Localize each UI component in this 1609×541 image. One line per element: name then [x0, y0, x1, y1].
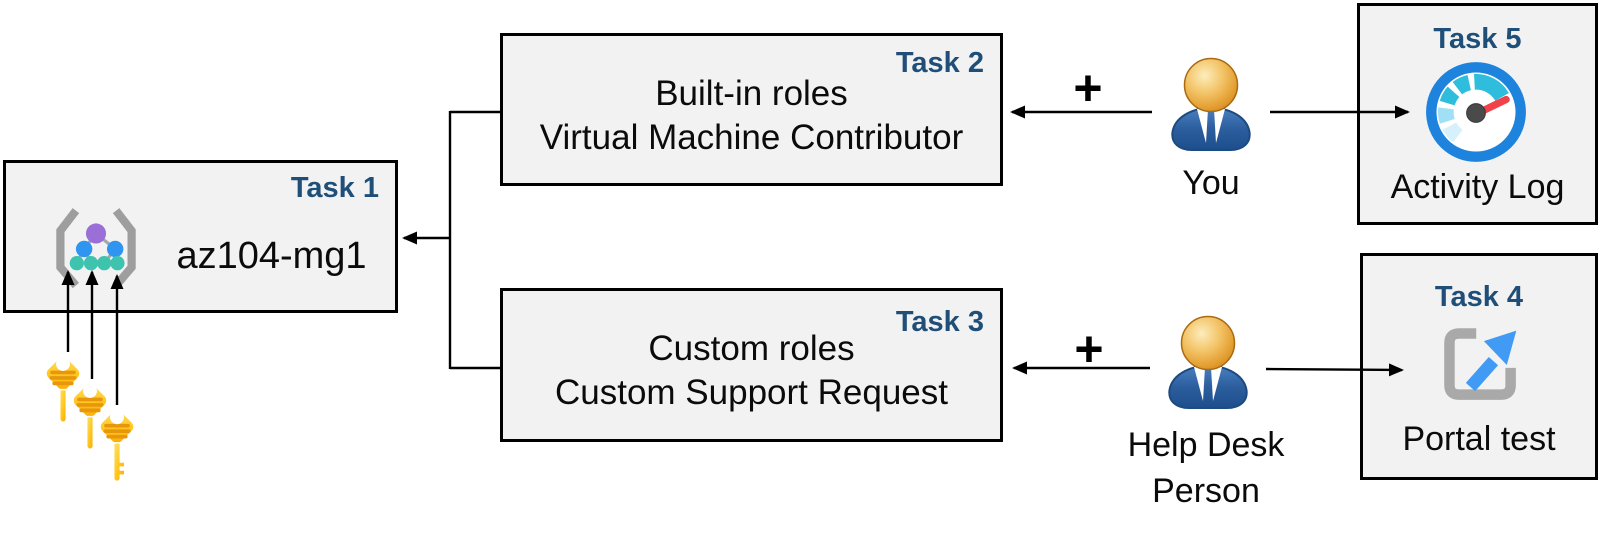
task4-box: Task 4 Portal test [1360, 253, 1598, 480]
help-desk-label-line2: Person [1152, 472, 1260, 510]
task1-box: Task 1 az104-mg1 [3, 160, 398, 313]
task3-line1: Custom roles [648, 329, 855, 368]
person-icon [1163, 315, 1253, 410]
task1-badge: Task 1 [290, 172, 379, 204]
task3-text: Custom roles Custom Support Request [503, 291, 1000, 439]
plus-icon: + [1074, 321, 1104, 377]
help-desk-label-line1: Help Desk [1127, 426, 1285, 464]
task3-line2: Custom Support Request [555, 373, 948, 412]
task3-badge: Task 3 [895, 306, 984, 338]
task3-box: Task 3 Custom roles Custom Support Reque… [500, 288, 1003, 442]
activity-log-gauge-icon [1424, 60, 1528, 164]
task2-box: Task 2 Built-in roles Virtual Machine Co… [500, 33, 1003, 186]
plus-icon: + [1073, 60, 1103, 116]
you-label: You [1182, 164, 1240, 202]
task5-label: Activity Log [1390, 168, 1565, 206]
task2-badge: Task 2 [895, 47, 984, 79]
key-icon [95, 406, 139, 493]
task4-badge: Task 4 [1434, 281, 1524, 313]
task5-box: Task 5 Activity Log [1357, 3, 1598, 225]
external-link-icon [1437, 322, 1525, 408]
task2-line1: Built-in roles [655, 73, 848, 113]
person-icon [1166, 57, 1256, 152]
task4-label: Portal test [1402, 420, 1556, 458]
task2-line2: Virtual Machine Contributor [539, 117, 964, 157]
task5-badge: Task 5 [1433, 23, 1522, 55]
help-desk-label: Help Desk Person [1096, 422, 1316, 514]
management-group-icon [52, 207, 140, 291]
task1-label: az104-mg1 [176, 235, 367, 277]
task2-text: Built-in roles Virtual Machine Contribut… [503, 36, 1000, 183]
